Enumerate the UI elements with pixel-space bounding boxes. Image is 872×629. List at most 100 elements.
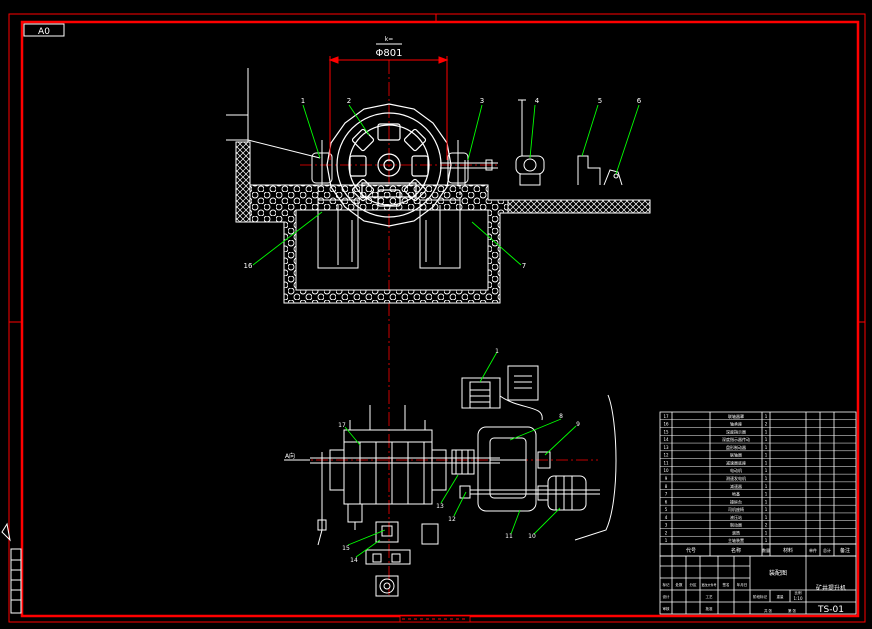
reducer [477, 426, 537, 512]
part-number: 10 [663, 468, 669, 473]
callout-front-7: 7 [522, 262, 526, 270]
diameter-label: Φ801 [376, 48, 403, 59]
header-qty: 数量 [762, 547, 770, 553]
part-name: 制动器 [730, 522, 742, 528]
edge-marks-left [1, 522, 22, 614]
callout-plan-13: 13 [436, 503, 444, 510]
part-number: 16 [663, 422, 669, 427]
part-qty: 2 [765, 523, 768, 528]
sign-label-3: 更改文件号 [701, 582, 716, 587]
sign-label-4: 签名 [723, 582, 730, 587]
role-check: 审核 [663, 606, 671, 611]
part-number: 14 [663, 437, 669, 442]
header-remark: 备注 [840, 547, 850, 554]
title-block-text: 装配图 矿井提升机 TS-01 1:10 标记 处数 分区 更改文件号 签名 年… [663, 569, 847, 615]
part-qty: 1 [765, 484, 768, 489]
part-number: 11 [663, 460, 669, 465]
part-number: 12 [663, 453, 669, 458]
diameter-dimension [328, 56, 449, 160]
part-number: 3 [665, 523, 668, 528]
part-qty: 2 [765, 422, 768, 427]
role-approve: 批准 [706, 606, 714, 611]
stage-weight: 重量 [777, 594, 785, 599]
sign-label-5: 年月日 [737, 582, 748, 587]
part-name: 轴承座 [730, 421, 742, 427]
part-number: 4 [665, 515, 668, 520]
front-view: k= Φ801 1 2 3 4 5 6 7 16 [226, 36, 651, 595]
part-name: 液压站 [730, 514, 742, 520]
callout-front-2: 2 [347, 97, 351, 105]
header-total: 总计 [823, 547, 831, 553]
callout-plan-11: 11 [505, 533, 513, 540]
part-name: 电动机 [730, 467, 742, 473]
sign-label-0: 标记 [663, 582, 671, 587]
plan-view: A向 1 8 9 10 11 12 13 14 15 17 [284, 348, 617, 597]
part-name: 联轴器 [730, 452, 742, 458]
hydraulic-station [515, 99, 545, 186]
header-code: 代号 [686, 547, 696, 554]
parts-list [659, 411, 857, 557]
parts-header: 代号 名称 数量 材料 单件 总计 备注 [686, 547, 850, 554]
title-block [659, 555, 857, 615]
part-qty: 1 [765, 414, 768, 419]
callout-front-6: 6 [637, 97, 642, 105]
sign-label-2: 分区 [690, 582, 698, 587]
callout-front-16: 16 [244, 262, 253, 270]
part-name: 滚筒 [732, 529, 740, 535]
tach-generator [537, 451, 551, 469]
stage-scale: 比例 [795, 590, 803, 595]
callout-front-3: 3 [480, 97, 484, 105]
part-name: 盘形制动器 [726, 444, 746, 450]
callout-plan-10: 10 [528, 533, 536, 540]
part-qty: 1 [765, 445, 768, 450]
part-name: 减速器 [730, 483, 742, 489]
header-unit: 单件 [809, 547, 817, 553]
drawing-number: TS-01 [817, 605, 844, 615]
part-number: 8 [665, 484, 668, 489]
part-name: 操纵台 [730, 498, 742, 504]
part-qty: 1 [765, 538, 768, 543]
part-name: 深度指示器传动 [722, 436, 750, 442]
title-company: 装配图 [769, 569, 787, 577]
sheet-total: 共 张 [764, 608, 773, 613]
control-console [603, 169, 623, 186]
stage-mark: 阶段标记 [753, 594, 767, 599]
axis-label: A向 [285, 452, 295, 460]
callout-front-5: 5 [598, 97, 602, 105]
part-number: 5 [665, 507, 668, 512]
part-name: 联轴器罩 [728, 413, 744, 419]
part-name: 地基 [732, 491, 740, 497]
driver-seat [577, 155, 601, 185]
role-process: 工艺 [706, 594, 714, 599]
motor [537, 475, 587, 511]
part-qty: 1 [765, 453, 768, 458]
callout-plan-12: 12 [448, 516, 456, 523]
callout-plan-1: 1 [495, 348, 499, 355]
callout-plan-17: 17 [338, 422, 346, 429]
header-material: 材料 [783, 547, 793, 554]
corner-code: A0 [38, 27, 50, 37]
part-qty: 1 [765, 460, 768, 465]
drawing-frame [8, 13, 866, 623]
part-qty: 1 [765, 515, 768, 520]
role-design: 设计 [663, 594, 671, 599]
part-number: 17 [663, 414, 669, 419]
part-qty: 1 [765, 530, 768, 535]
title-name: 矿井提升机 [816, 584, 846, 592]
diameter-prefix: k= [385, 36, 394, 43]
part-qty: 1 [765, 499, 768, 504]
part-name: 主轴装置 [728, 537, 744, 543]
part-qty: 1 [765, 476, 768, 481]
part-number: 15 [663, 429, 669, 434]
part-name: 减速器底座 [726, 459, 746, 465]
callout-plan-9: 9 [576, 421, 580, 428]
part-number: 1 [665, 538, 668, 543]
part-number: 7 [665, 492, 668, 497]
part-name: 深度指示器 [726, 428, 746, 434]
sign-label-1: 处数 [676, 582, 684, 587]
callout-plan-15: 15 [342, 545, 350, 552]
callout-front-1: 1 [301, 97, 305, 105]
sheet-current: 第 张 [788, 608, 797, 613]
